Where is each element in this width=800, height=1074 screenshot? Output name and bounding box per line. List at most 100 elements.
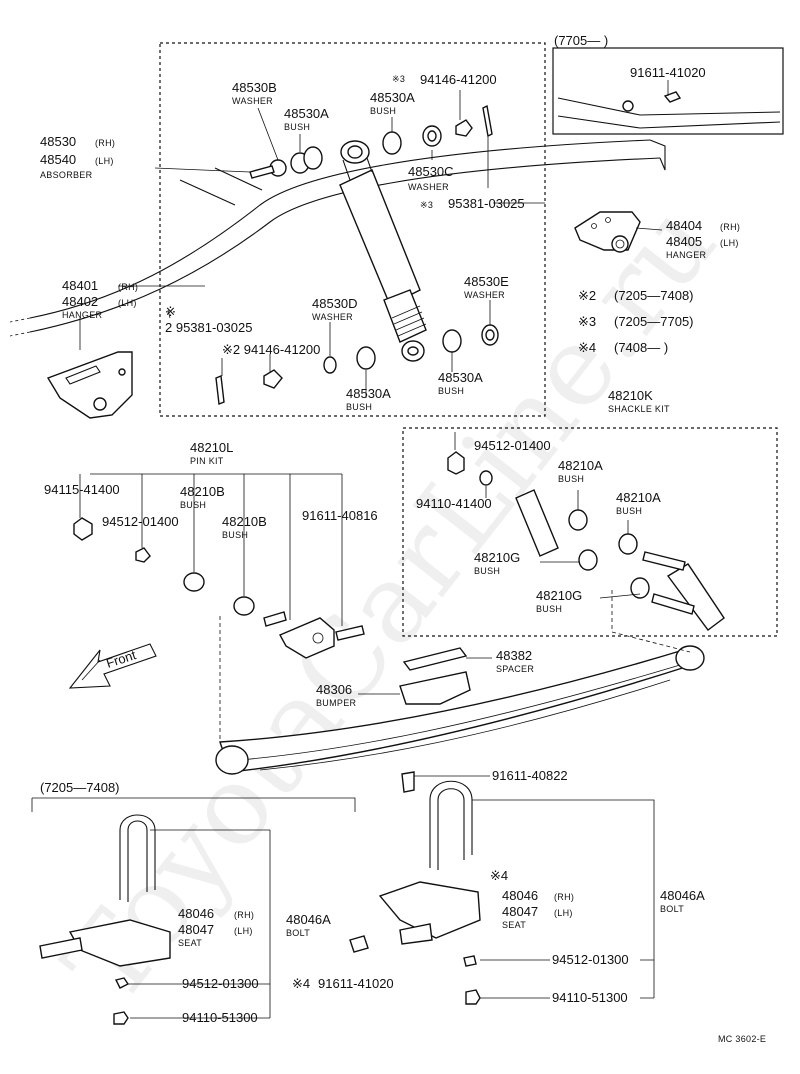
label-hanger-f-name: HANGER <box>62 310 103 320</box>
label-seat-l-lh-side: (LH) <box>234 926 253 936</box>
label-hanger-r-rh: 48404 <box>666 218 702 233</box>
label-nut-sk: 94110-41400 <box>416 496 492 511</box>
label-hanger-r-name: HANGER <box>666 250 707 260</box>
frame-rail <box>9 139 666 337</box>
label-washer-sk: 94512-01400 <box>474 438 551 453</box>
label-ubolt-l: 48046A <box>286 912 331 927</box>
label-hanger-f-lh-side: (LH) <box>118 298 137 308</box>
label-pin-kit: 48210L <box>190 440 233 455</box>
front-arrow <box>68 643 157 689</box>
labels: (7705— ) 48530 (RH) 48540 (LH) ABSORBER … <box>40 33 766 1044</box>
label-bumper-name: BUMPER <box>316 698 357 708</box>
label-bush-a-3: 48530A <box>346 386 391 401</box>
front-hanger <box>46 351 133 419</box>
pin-kit-parts <box>73 517 365 659</box>
label-bush-b-1-name: BUSH <box>180 500 206 510</box>
label-ubolt-r: 48046A <box>660 888 705 903</box>
label-center-bolt: 91611-40822 <box>492 768 568 783</box>
label-nut-l: 94110-51300 <box>182 1010 258 1025</box>
label-bush-a-3-name: BUSH <box>346 402 372 412</box>
label-hanger-f-rh: 48401 <box>62 278 98 293</box>
lower-left-seat <box>39 814 369 1025</box>
front-label: Front <box>104 647 138 671</box>
label-spacer-name: SPACER <box>496 664 534 674</box>
inset-bracket <box>557 91 781 129</box>
label-bush-sk-a1-name: BUSH <box>558 474 584 484</box>
note-4-mark: ※4 <box>578 340 596 355</box>
label-bush-sk-g2: 48210G <box>536 588 582 603</box>
label-seat-r-lh: 48047 <box>502 904 538 919</box>
label-seat-r-rh-side: (RH) <box>554 892 574 902</box>
label-shackle-kit: 48210K <box>608 388 653 403</box>
shackle-kit-parts <box>447 451 725 631</box>
note-2-mark: ※2 <box>578 288 596 303</box>
leader-lines <box>31 80 691 1019</box>
label-bush-sk-a2-name: BUSH <box>616 506 642 516</box>
label-nut-left: ※2 94146-41200 <box>222 342 320 357</box>
label-bush-b-1: 48210B <box>180 484 225 499</box>
lower-right-seat <box>378 780 481 1005</box>
inset-range: (7705— ) <box>554 33 608 48</box>
label-seat-l-rh-side: (RH) <box>234 910 254 920</box>
shock-absorber <box>339 140 427 362</box>
label-ubolt-l-name: BOLT <box>286 928 310 938</box>
label-nut-r: 94110-51300 <box>552 990 628 1005</box>
label-washer-r: 94512-01300 <box>552 952 629 967</box>
label-bush-a-2: 48530A <box>370 90 415 105</box>
label-seat-r-rh: 48046 <box>502 888 538 903</box>
label-hanger-r-lh-side: (LH) <box>720 238 739 248</box>
label-nut-pk: 94115-41400 <box>44 482 120 497</box>
label-pin-left: 2 95381-03025 <box>165 320 252 335</box>
label-washer-b: 48530B <box>232 80 277 95</box>
label-seat-r-name: SEAT <box>502 920 526 930</box>
lower-left-range: (7205—7408) <box>40 780 120 795</box>
absorber-bottom-hardware <box>215 324 499 405</box>
absorber-top-hardware <box>249 104 493 179</box>
label-bush-b-2-name: BUSH <box>222 530 248 540</box>
label-absorber-lh-side: (LH) <box>95 156 114 166</box>
rear-hanger <box>574 211 641 253</box>
label-hanger-f-lh: 48402 <box>62 294 98 309</box>
label-absorber-rh-side: (RH) <box>95 138 115 148</box>
note-2-range: (7205—7408) <box>614 288 694 303</box>
label-shackle-kit-name: SHACKLE KIT <box>608 404 670 414</box>
leaf-spring <box>215 645 705 793</box>
label-absorber-name: ABSORBER <box>40 170 93 180</box>
label-bush-a-4-name: BUSH <box>438 386 464 396</box>
note-4-range: (7408— ) <box>614 340 668 355</box>
label-washer-c: 48530C <box>408 164 454 179</box>
label-bush-sk-g2-name: BUSH <box>536 604 562 614</box>
label-washer-c-name: WASHER <box>408 182 449 192</box>
label-washer-e: 48530E <box>464 274 509 289</box>
label-pin-top: 95381-03025 <box>448 196 525 211</box>
label-pin-top-mark: ※3 <box>420 200 433 210</box>
label-bush-a-2-name: BUSH <box>370 106 396 116</box>
label-washer-d: 48530D <box>312 296 358 311</box>
label-washer-l: 94512-01300 <box>182 976 259 991</box>
label-bush-sk-a1: 48210A <box>558 458 603 473</box>
label-bolt-pk: 91611-40816 <box>302 508 378 523</box>
label-bush-a-4: 48530A <box>438 370 483 385</box>
label-bolt-l: 91611-41020 <box>318 976 394 991</box>
label-pin-left-mark: ※ <box>165 304 176 319</box>
absorber-group-box <box>159 42 546 417</box>
label-bush-b-2: 48210B <box>222 514 267 529</box>
label-bush-a-1-name: BUSH <box>284 122 310 132</box>
label-washer-d-name: WASHER <box>312 312 353 322</box>
shackle-kit-box <box>402 427 778 637</box>
label-bush-sk-g1-name: BUSH <box>474 566 500 576</box>
label-bush-a-1: 48530A <box>284 106 329 121</box>
label-seat-l-name: SEAT <box>178 938 202 948</box>
label-absorber-rh: 48530 <box>40 134 76 149</box>
label-washer-pk: 94512-01400 <box>102 514 179 529</box>
label-bush-sk-g1: 48210G <box>474 550 520 565</box>
label-washer-b-name: WASHER <box>232 96 273 106</box>
label-hanger-r-lh: 48405 <box>666 234 702 249</box>
label-seat-l-lh: 48047 <box>178 922 214 937</box>
label-bolt-l-mark: ※4 <box>292 976 310 991</box>
label-nut-top: 94146-41200 <box>420 72 497 87</box>
label-nut-top-mark: ※3 <box>392 74 405 84</box>
label-spacer: 48382 <box>496 648 532 663</box>
